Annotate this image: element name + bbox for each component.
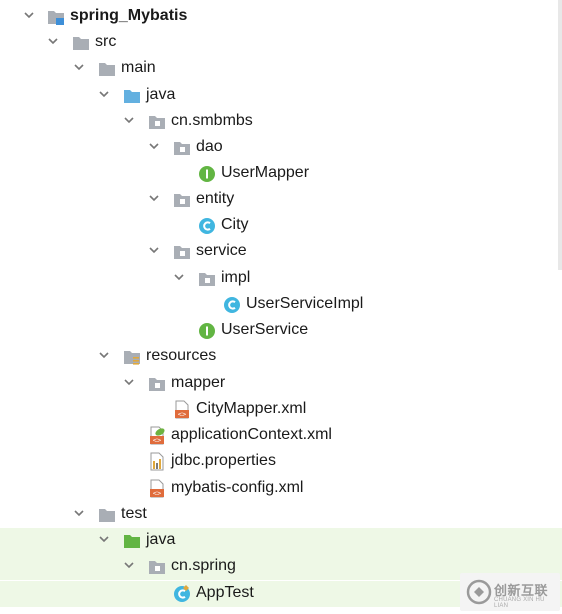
package-icon: [197, 269, 217, 289]
chevron-down-icon[interactable]: [97, 532, 111, 546]
package-icon: [172, 138, 192, 158]
tree-node-citymapper-xml[interactable]: <> CityMapper.xml: [0, 397, 562, 423]
svg-text:<>: <>: [153, 437, 161, 445]
resources-folder-icon: [122, 347, 142, 367]
class-icon: [197, 216, 217, 236]
chevron-down-icon[interactable]: [72, 506, 86, 520]
package-icon: [172, 242, 192, 262]
tree-node-usermapper[interactable]: UserMapper: [0, 161, 562, 187]
node-label: impl: [221, 269, 251, 286]
tree-node-mybatis-config-xml[interactable]: <> mybatis-config.xml: [0, 476, 562, 502]
node-label: src: [95, 33, 117, 50]
tree-node-userservice[interactable]: UserService: [0, 318, 562, 344]
interface-icon: [197, 321, 217, 341]
xml-file-icon: <>: [147, 479, 167, 499]
tree-node-src[interactable]: src: [0, 30, 562, 56]
node-label: jdbc.properties: [171, 452, 276, 469]
source-root-folder-icon: [122, 86, 142, 106]
chevron-down-icon[interactable]: [122, 375, 136, 389]
tree-node-resources[interactable]: resources: [0, 344, 562, 370]
node-label: UserMapper: [221, 164, 310, 181]
chevron-down-icon[interactable]: [97, 87, 111, 101]
node-label: applicationContext.xml: [171, 426, 332, 443]
properties-file-icon: [147, 452, 167, 472]
tree-node-package-cn-smbmbs[interactable]: cn.smbmbs: [0, 109, 562, 135]
node-label: mybatis-config.xml: [171, 479, 304, 496]
tree-node-userserviceimpl[interactable]: UserServiceImpl: [0, 292, 562, 318]
interface-icon: [197, 164, 217, 184]
tree-node-package-dao[interactable]: dao: [0, 135, 562, 161]
tree-node-mapper-folder[interactable]: mapper: [0, 371, 562, 397]
chevron-down-icon[interactable]: [97, 348, 111, 362]
chevron-down-icon[interactable]: [122, 113, 136, 127]
node-label: service: [196, 242, 247, 259]
node-label: main: [121, 59, 156, 76]
node-label: resources: [146, 347, 217, 364]
chevron-down-icon[interactable]: [147, 139, 161, 153]
tree-node-city[interactable]: City: [0, 213, 562, 239]
tree-node-jdbc-properties[interactable]: jdbc.properties: [0, 449, 562, 475]
watermark-logo: 创新互联 CHUANG XIN HU LIAN: [460, 573, 560, 611]
folder-icon: [97, 59, 117, 79]
chevron-down-icon[interactable]: [122, 558, 136, 572]
module-folder-icon: [46, 7, 66, 27]
tree-node-main[interactable]: main: [0, 56, 562, 82]
tree-node-test[interactable]: test: [0, 502, 562, 528]
node-label: City: [221, 216, 249, 233]
tree-node-package-impl[interactable]: impl: [0, 266, 562, 292]
package-icon: [147, 112, 167, 132]
node-label: cn.spring: [171, 557, 236, 574]
node-label: entity: [196, 190, 235, 207]
logo-icon: [466, 579, 492, 605]
watermark-text: 创新互联: [494, 584, 549, 599]
class-icon: [222, 295, 242, 315]
node-label: java: [146, 86, 176, 103]
node-label: java: [146, 531, 176, 548]
package-icon: [147, 557, 167, 577]
folder-icon: [97, 505, 117, 525]
node-label: cn.smbmbs: [171, 112, 253, 129]
package-icon: [172, 190, 192, 210]
node-label: test: [121, 505, 147, 522]
node-label: mapper: [171, 374, 226, 391]
xml-file-icon: <>: [172, 400, 192, 420]
chevron-down-icon[interactable]: [147, 243, 161, 257]
tree-node-java-source[interactable]: java: [0, 83, 562, 109]
watermark-subtext: CHUANG XIN HU LIAN: [494, 597, 545, 609]
chevron-down-icon[interactable]: [172, 270, 186, 284]
node-label: dao: [196, 138, 223, 155]
svg-text:<>: <>: [153, 490, 161, 498]
tree-node-applicationcontext-xml[interactable]: <> applicationContext.xml: [0, 423, 562, 449]
test-root-folder-icon: [122, 531, 142, 551]
node-label: UserServiceImpl: [246, 295, 364, 312]
tree-node-java-test[interactable]: java: [0, 528, 562, 554]
node-label: spring_Mybatis: [70, 7, 188, 24]
tree-node-package-entity[interactable]: entity: [0, 187, 562, 213]
node-label: AppTest: [196, 584, 254, 601]
tree-node-package-service[interactable]: service: [0, 239, 562, 265]
vertical-scrollbar[interactable]: [558, 0, 562, 270]
chevron-down-icon[interactable]: [22, 8, 36, 22]
tree-node-spring-mybatis[interactable]: spring_Mybatis: [0, 4, 562, 30]
spring-xml-file-icon: <>: [147, 426, 167, 446]
folder-icon: [147, 374, 167, 394]
svg-text:<>: <>: [178, 411, 186, 419]
chevron-down-icon[interactable]: [147, 191, 161, 205]
folder-icon: [71, 33, 91, 53]
node-label: UserService: [221, 321, 309, 338]
test-class-icon: [172, 584, 192, 604]
node-label: CityMapper.xml: [196, 400, 307, 417]
chevron-down-icon[interactable]: [46, 34, 60, 48]
chevron-down-icon[interactable]: [72, 60, 86, 74]
